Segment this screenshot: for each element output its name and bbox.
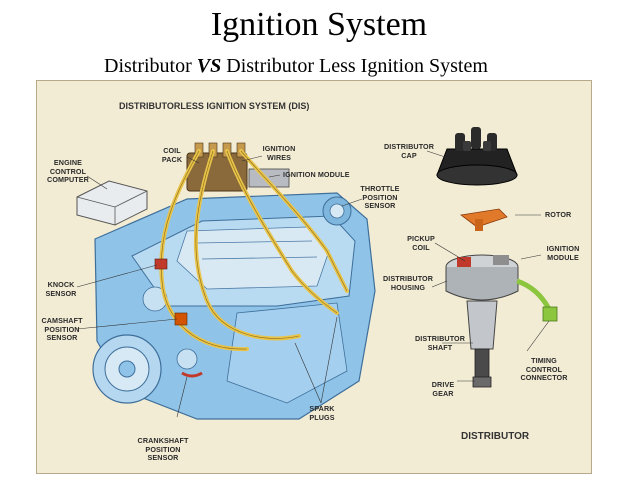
label-distributor-shaft: DISTRIBUTOR SHAFT [414, 334, 466, 352]
knock-sensor-drawing [154, 258, 168, 270]
distributor-cap-drawing [436, 127, 518, 186]
label-crankshaft-position-sensor: CRANKSHAFT POSITION SENSOR [137, 436, 189, 462]
label-spark-plugs: SPARK PLUGS [309, 404, 335, 422]
label-knock-sensor: KNOCK SENSOR [45, 280, 77, 298]
label-rotor: ROTOR [545, 210, 572, 219]
subtitle-left: Distributor [104, 55, 197, 77]
engine-control-computer-drawing [76, 180, 148, 226]
subtitle-right: Distributor Less Ignition System [221, 55, 488, 77]
slide-subtitle: Distributor VS Distributor Less Ignition… [104, 54, 488, 78]
label-engine-control-computer: ENGINE CONTROL COMPUTER [47, 158, 89, 184]
label-ignition-module-distributor: IGNITION MODULE [546, 244, 580, 262]
engine-block-drawing [92, 192, 376, 420]
ignition-diagram: DISTRIBUTORLESS IGNITION SYSTEM (DIS) EN… [36, 80, 592, 474]
slide-title: Ignition System [210, 6, 428, 43]
label-pickup-coil: PICKUP COIL [407, 234, 435, 252]
label-distributor-housing: DISTRIBUTOR HOUSING [382, 274, 434, 292]
label-ignition-module-dis: IGNITION MODULE [283, 170, 350, 179]
distributor-housing-drawing [445, 254, 558, 388]
label-camshaft-position-sensor: CAMSHAFT POSITION SENSOR [41, 316, 83, 342]
crankshaft-sensor-drawing [181, 371, 203, 378]
label-throttle-position-sensor: THROTTLE POSITION SENSOR [360, 184, 400, 210]
dis-heading: DISTRIBUTORLESS IGNITION SYSTEM (DIS) [119, 101, 310, 111]
label-distributor-cap: DISTRIBUTOR CAP [383, 142, 435, 160]
label-drive-gear: DRIVE GEAR [431, 380, 455, 398]
label-ignition-wires: IGNITION WIRES [262, 144, 296, 162]
distributor-caption: DISTRIBUTOR [461, 431, 530, 442]
diagram-illustration [76, 127, 558, 420]
rotor-drawing [460, 208, 508, 231]
label-coil-pack: COIL PACK [161, 146, 183, 164]
label-timing-control-connector: TIMING CONTROL CONNECTOR [520, 356, 568, 382]
subtitle-vs: VS [196, 55, 222, 77]
